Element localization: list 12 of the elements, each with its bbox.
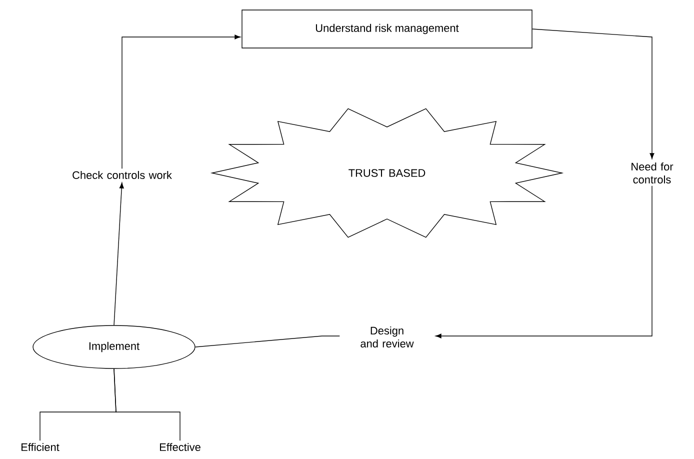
process-box: Understand risk management <box>242 10 532 48</box>
leaf-text: Effective <box>160 442 200 452</box>
leaf-text: Efficient <box>22 442 60 452</box>
connector-line <box>195 336 340 348</box>
connector-line <box>114 182 124 326</box>
step-text: Need for controls <box>632 162 674 184</box>
connector-line <box>436 186 652 338</box>
connector-line <box>122 34 240 169</box>
connector-line <box>532 28 654 159</box>
step-text: Check controls work <box>72 170 172 180</box>
step-text: Design and review <box>360 326 414 348</box>
connector-line <box>114 368 180 441</box>
